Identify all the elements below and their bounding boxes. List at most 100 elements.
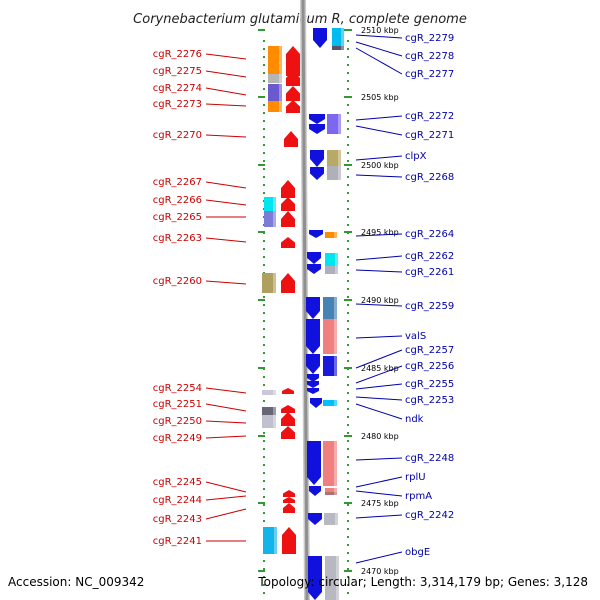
gene-label-right[interactable]: rpmA — [405, 491, 432, 502]
right-leader-line — [355, 303, 403, 307]
gene-label-right[interactable]: cgR_2268 — [405, 172, 454, 183]
gene-annotation-box — [327, 166, 341, 180]
left-leader-line — [205, 87, 247, 96]
forward-gene — [283, 497, 295, 503]
gene-annotation-box — [262, 407, 276, 415]
gene-label-left[interactable]: cgR_2249 — [153, 433, 202, 444]
forward-gene — [283, 503, 295, 513]
gene-label-right[interactable]: rplU — [405, 472, 426, 483]
forward-gene — [282, 527, 296, 554]
gene-label-right[interactable]: cgR_2264 — [405, 229, 454, 240]
kbp-label: 2510 kbp — [361, 26, 399, 35]
left-leader-line — [205, 53, 247, 60]
forward-gene — [281, 237, 295, 248]
kbp-tick-right — [344, 96, 352, 98]
gene-label-left[interactable]: cgR_2275 — [153, 66, 202, 77]
left-leader-line — [205, 420, 247, 424]
gene-label-right[interactable]: cgR_2261 — [405, 267, 454, 278]
gene-label-left[interactable]: cgR_2263 — [153, 233, 202, 244]
gene-label-right[interactable]: cgR_2272 — [405, 111, 454, 122]
genome-backbone — [300, 0, 310, 600]
gene-label-left[interactable]: cgR_2241 — [153, 536, 202, 547]
gene-label-right[interactable]: valS — [405, 331, 426, 342]
gene-label-right[interactable]: cgR_2257 — [405, 345, 454, 356]
reverse-gene — [307, 374, 319, 382]
gene-annotation-box — [323, 319, 337, 354]
right-leader-line — [355, 174, 403, 178]
gene-label-right[interactable]: cgR_2256 — [405, 361, 454, 372]
kbp-label: 2470 kbp — [361, 567, 399, 576]
left-gene-labels: cgR_2276 cgR_2275 cgR_2274 cgR_2273 cgR_2270… — [153, 49, 247, 547]
right-leader-line — [355, 551, 403, 564]
right-leader-line — [355, 34, 403, 39]
kbp-tick-left — [258, 367, 265, 369]
gene-label-left[interactable]: cgR_2244 — [153, 495, 202, 506]
forward-gene — [281, 426, 295, 439]
gene-label-right[interactable]: cgR_2279 — [405, 33, 454, 44]
gene-label-left[interactable]: cgR_2274 — [153, 83, 202, 94]
reverse-gene — [309, 124, 325, 134]
map-title: Corynebacterium glutamicum R, complete g… — [133, 12, 467, 27]
gene-annotation-box — [268, 46, 282, 74]
gene-annotation-box — [332, 46, 344, 50]
gene-label-right[interactable]: cgR_2253 — [405, 395, 454, 406]
gene-annotation-box — [325, 556, 339, 600]
gene-label-left[interactable]: cgR_2270 — [153, 130, 202, 141]
gene-label-left[interactable]: cgR_2250 — [153, 416, 202, 427]
right-leader-line — [355, 365, 403, 384]
kbp-tick-right — [344, 435, 352, 437]
reverse-gene — [307, 264, 321, 274]
kbp-tick-right — [344, 570, 352, 572]
kbp-tick-left — [258, 299, 265, 301]
reverse-gene — [307, 388, 319, 394]
right-leader-line — [355, 490, 403, 497]
right-leader-line — [355, 47, 403, 75]
reverse-gene — [309, 114, 325, 124]
kbp-label: 2490 kbp — [361, 296, 399, 305]
forward-gene — [286, 86, 300, 101]
gene-label-left[interactable]: cgR_2265 — [153, 212, 202, 223]
gene-label-right[interactable]: cgR_2259 — [405, 301, 454, 312]
gene-label-right[interactable]: obgE — [405, 547, 430, 558]
gene-annotation-box — [262, 273, 276, 293]
gene-label-right[interactable]: cgR_2248 — [405, 453, 454, 464]
kbp-label: 2500 kbp — [361, 161, 399, 170]
gene-label-right[interactable]: clpX — [405, 151, 427, 162]
gene-label-right[interactable]: cgR_2255 — [405, 379, 454, 390]
gene-label-right[interactable]: ndk — [405, 414, 424, 425]
topology-text: Topology: circular; Length: 3,314,179 bp… — [257, 575, 588, 589]
gene-annotation-box — [268, 101, 282, 112]
gene-annotation-box — [327, 114, 341, 134]
gene-label-left[interactable]: cgR_2266 — [153, 195, 202, 206]
gene-annotation-box — [262, 390, 276, 395]
gene-label-left[interactable]: cgR_2254 — [153, 383, 202, 394]
right-leader-line — [355, 514, 403, 519]
gene-label-left[interactable]: cgR_2276 — [153, 49, 202, 60]
right-leader-line — [355, 155, 403, 161]
reverse-gene — [307, 252, 321, 264]
gene-label-left[interactable]: cgR_2243 — [153, 514, 202, 525]
left-leader-line — [205, 181, 247, 189]
gene-label-left[interactable]: cgR_2245 — [153, 477, 202, 488]
kbp-tick-left — [258, 29, 265, 31]
gene-annotation-box — [323, 441, 337, 486]
left-leader-line — [205, 103, 247, 107]
right-leader-line — [355, 269, 403, 273]
gene-label-left[interactable]: cgR_2267 — [153, 177, 202, 188]
kbp-tick-left — [258, 96, 265, 98]
gene-label-left[interactable]: cgR_2251 — [153, 399, 202, 410]
kbp-tick-left — [258, 164, 265, 166]
gene-label-right[interactable]: cgR_2262 — [405, 251, 454, 262]
gene-label-right[interactable]: cgR_2242 — [405, 510, 454, 521]
right-gene-labels: cgR_2279 cgR_2278 cgR_2277 cgR_2272 cgR_2271… — [355, 33, 454, 564]
gene-label-right[interactable]: cgR_2277 — [405, 69, 454, 80]
forward-gene — [281, 211, 295, 227]
gene-label-left[interactable]: cgR_2260 — [153, 276, 202, 287]
right-leader-line — [355, 403, 403, 420]
gene-annotation-box — [323, 356, 337, 376]
gene-label-right[interactable]: cgR_2278 — [405, 51, 454, 62]
gene-annotation-box — [325, 488, 337, 492]
kbp-label: 2475 kbp — [361, 499, 399, 508]
gene-label-left[interactable]: cgR_2273 — [153, 99, 202, 110]
gene-label-right[interactable]: cgR_2271 — [405, 130, 454, 141]
